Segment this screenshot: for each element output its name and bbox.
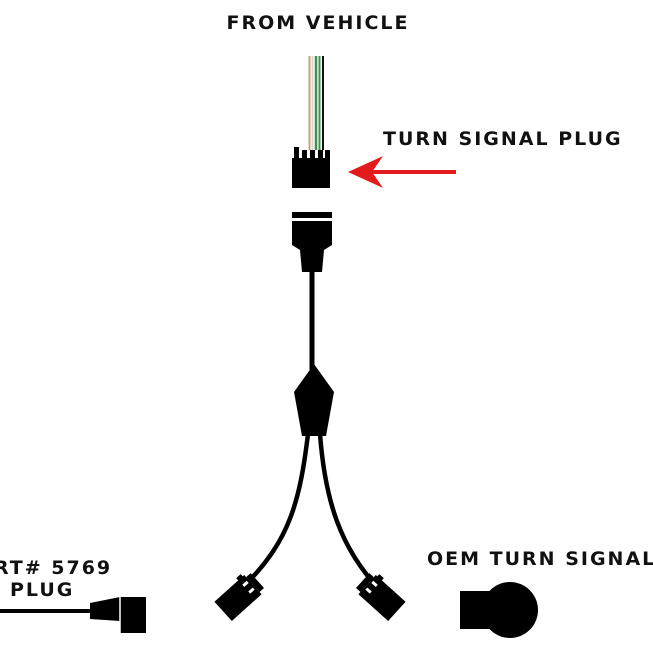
vehicle-wires — [308, 56, 324, 150]
bulb-socket-icon — [460, 582, 538, 638]
part-plug-connector — [0, 597, 146, 633]
part-number-label: RT# 5769 — [0, 557, 112, 579]
y-splitter — [294, 364, 334, 436]
plug-label: PLUG — [10, 579, 74, 601]
split-cable-left — [244, 433, 311, 586]
turn-signal-plug-label: TURN SIGNAL PLUG — [383, 128, 623, 150]
turn-signal-plug — [292, 147, 330, 188]
harness-input-connector — [292, 212, 332, 272]
output-connector-left — [214, 573, 265, 622]
from-vehicle-label: FROM VEHICLE — [227, 12, 410, 34]
arrow-left-icon — [348, 156, 456, 188]
output-connector-right — [355, 573, 406, 622]
oem-turn-signal-label: OEM TURN SIGNAL — [427, 548, 653, 570]
split-cable-right — [317, 433, 382, 592]
